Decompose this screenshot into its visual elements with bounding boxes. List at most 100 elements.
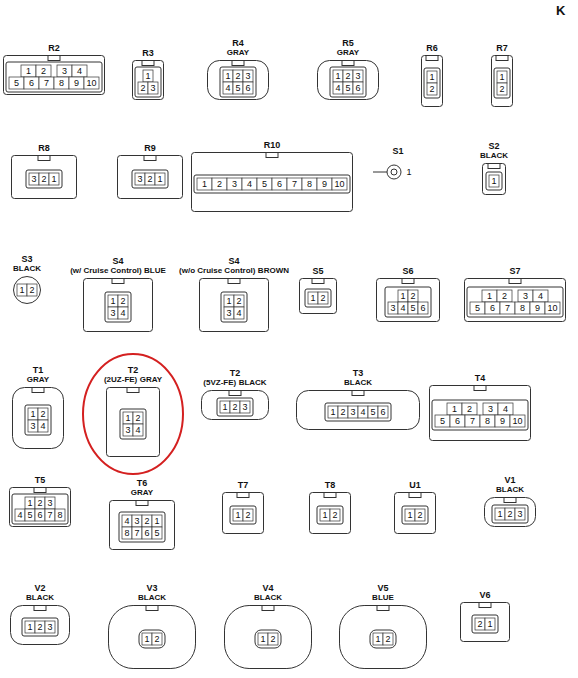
connector-name: V3 xyxy=(146,583,157,593)
pin-cavity xyxy=(240,401,250,413)
pin-cavity xyxy=(485,618,495,630)
pin-number: 3 xyxy=(515,508,525,520)
pin-number: 5 xyxy=(233,82,243,94)
connector-view: V621 xyxy=(460,590,510,642)
connector-housing xyxy=(492,56,513,107)
connector-outline xyxy=(296,390,420,430)
connector-heading: S2BLACK xyxy=(480,141,508,161)
pin-cavity xyxy=(45,509,55,521)
connector-body: 12 xyxy=(394,492,436,534)
housing-outline xyxy=(202,391,269,420)
connector-name: V6 xyxy=(479,590,490,600)
connector-heading: S4(w/o Cruise Control)BROWN xyxy=(179,256,289,276)
connector-name: T3 xyxy=(353,368,364,378)
lock-tab xyxy=(48,56,60,61)
lock-tab xyxy=(229,391,241,396)
pin-frame xyxy=(221,292,247,322)
pin-cavity xyxy=(353,70,363,82)
connector-outline xyxy=(12,387,64,449)
pin-number: 1 xyxy=(233,509,243,521)
pin-number: 10 xyxy=(84,77,99,89)
pin-cavity xyxy=(45,621,55,633)
pin-cavity xyxy=(505,508,515,520)
heading-line: T3 xyxy=(296,368,420,378)
pin-number: 2 xyxy=(243,509,253,521)
connector-view: R5GRAY123456 xyxy=(317,38,379,100)
pin-number: 8 xyxy=(54,77,69,89)
pin-cavity xyxy=(243,70,253,82)
connector-housing xyxy=(461,603,510,642)
connector-body: 12 xyxy=(339,605,427,669)
heading-line: BLACK xyxy=(10,593,70,603)
pin-cavity xyxy=(138,82,148,94)
connector-outline xyxy=(299,278,337,314)
connector-body: 12345678910 xyxy=(464,278,566,322)
connector-outline xyxy=(3,55,105,95)
connector-name: R8 xyxy=(38,143,50,153)
pin-cavity xyxy=(317,178,332,190)
connector-outline xyxy=(376,278,440,322)
connector-view: S4(w/o Cruise Control)BROWN1234 xyxy=(179,256,289,332)
connector-body: 43218765 xyxy=(109,500,175,550)
connector-housing xyxy=(485,498,536,527)
pin-cavity xyxy=(308,292,318,304)
connector-outline xyxy=(464,278,566,322)
pin-frame xyxy=(432,400,528,430)
pin-number: 1 xyxy=(28,408,38,420)
connector-heading: R9 xyxy=(117,143,183,153)
pin-number: 1 xyxy=(25,621,35,633)
connector-name: S3 xyxy=(21,254,32,264)
connector-body: 12 xyxy=(224,605,312,669)
pin-number: 1 xyxy=(482,290,497,302)
heading-line: (2UZ-FE)GRAY xyxy=(104,375,163,385)
pin-cavity xyxy=(465,415,480,427)
pin-number: 3 xyxy=(108,307,118,319)
connector-name: T2 xyxy=(128,365,139,375)
pin-number: 2 xyxy=(39,173,49,185)
pin-cavity xyxy=(39,173,49,185)
pin-number: 1 xyxy=(49,173,59,185)
connector-outline xyxy=(394,492,436,534)
pin-number: 1 xyxy=(405,509,415,521)
pin-cavity xyxy=(333,82,343,94)
connector-color: (5VZ-FE) xyxy=(203,378,236,387)
pin-cavity xyxy=(223,82,233,94)
pin-number: 3 xyxy=(227,178,242,190)
pin-cavity xyxy=(122,515,132,527)
pin-number: 10 xyxy=(332,178,347,190)
pin-number: 4 xyxy=(122,515,132,527)
connector-view: T812 xyxy=(309,480,351,534)
pin-frame xyxy=(12,494,68,524)
pin-cavity xyxy=(25,621,35,633)
ring-terminal xyxy=(387,165,401,179)
heading-line: T8 xyxy=(309,480,351,490)
pin-number: 1 xyxy=(123,412,133,424)
lock-tab xyxy=(352,391,364,396)
pin-number: 1 xyxy=(220,401,230,413)
pin-cavity xyxy=(118,307,128,319)
pin-cavity xyxy=(485,302,500,314)
housing-outline xyxy=(107,388,160,457)
housing-outline xyxy=(4,56,105,95)
pin-cavity xyxy=(268,633,278,645)
pin-cavity xyxy=(133,412,143,424)
pin-number: 7 xyxy=(132,527,142,539)
pin-cavity xyxy=(482,290,497,302)
lock-tab xyxy=(342,61,354,66)
housing-outline xyxy=(133,61,164,100)
connector-heading: S4(w/ Cruise Control)BLUE xyxy=(70,256,166,276)
pin-cavity xyxy=(27,284,37,296)
pin-cavity xyxy=(224,307,234,319)
connector-housing xyxy=(192,153,353,212)
pin-frame xyxy=(120,409,146,439)
connector-housing xyxy=(310,493,351,534)
connector-housing xyxy=(107,388,160,457)
pin-number: 3 xyxy=(353,70,363,82)
pin-cavity xyxy=(427,83,437,95)
pin-number: 1 xyxy=(223,70,233,82)
pin-number: 7 xyxy=(500,302,515,314)
connector-heading: S6 xyxy=(376,266,440,276)
pin-cavity xyxy=(497,290,512,302)
pin-number: 2 xyxy=(233,70,243,82)
connector-color: BLACK xyxy=(26,593,54,602)
